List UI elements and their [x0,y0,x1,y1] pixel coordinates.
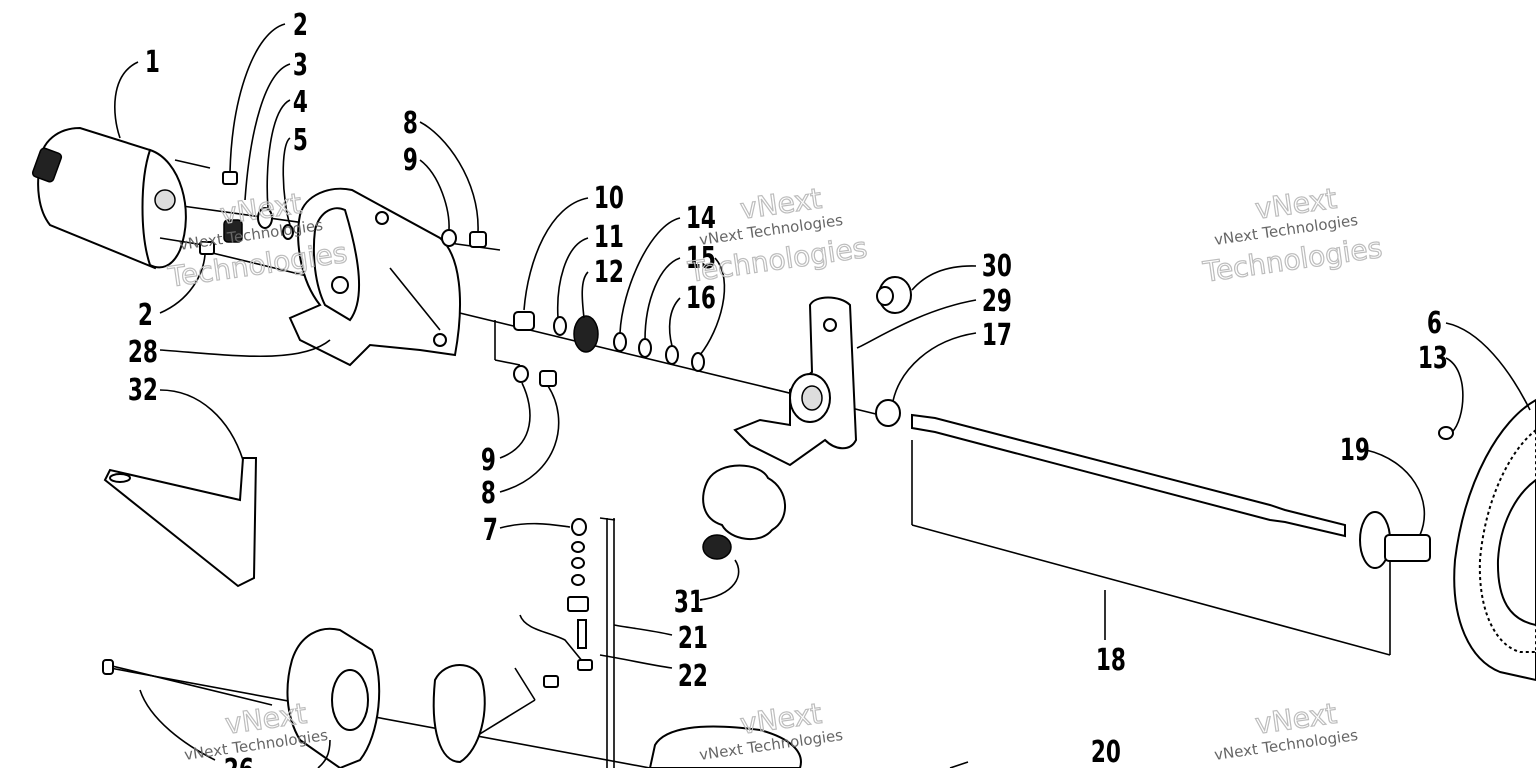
callout-11: 11 [594,221,624,255]
callout-8-bottom: 8 [481,477,496,511]
armature-housing [648,725,802,768]
watermark-2: vNext Technologies vNext Technologies [685,181,870,289]
callout-30: 30 [982,250,1012,284]
knob [702,464,786,560]
starter-motor [31,126,243,270]
housing-bracket [288,187,461,367]
long-bolt [102,659,273,706]
ring-gear [1438,398,1536,682]
callout-7: 7 [483,514,498,548]
callout-13: 13 [1418,342,1448,376]
callout-16: 16 [686,282,716,316]
callout-4: 4 [293,86,308,120]
callout-6: 6 [1427,307,1442,341]
bushings [875,276,912,427]
callout-9-bottom: 9 [481,444,496,478]
flat-bracket [103,457,258,588]
callout-20: 20 [1091,736,1121,768]
callout-18: 18 [1096,644,1126,678]
callout-26: 26 [224,754,254,768]
nut-washer-lower [513,365,557,387]
callout-9-top: 9 [403,144,418,178]
callout-2-bottom: 2 [138,299,153,333]
callout-1: 1 [145,46,160,80]
callout-15: 15 [686,242,716,276]
callout-28: 28 [128,336,158,370]
drive-shaft [911,413,1391,656]
leader-lines [114,23,1531,768]
brush-holder [432,664,486,764]
callout-12: 12 [594,256,624,290]
callout-3: 3 [293,49,308,83]
callout-2-top: 2 [293,9,308,43]
callout-8-top: 8 [403,107,418,141]
callout-32: 32 [128,374,158,408]
callout-10: 10 [594,182,624,216]
callout-29: 29 [982,285,1012,319]
callout-22: 22 [678,660,708,694]
pinion-gear [1359,511,1431,569]
callout-17: 17 [982,319,1012,353]
callout-labels: 1 2 3 4 5 2 28 32 8 9 9 8 10 11 12 14 15… [128,9,1448,768]
callout-21: 21 [678,622,708,656]
callout-5: 5 [293,124,308,158]
callout-19: 19 [1340,434,1370,468]
watermark-3: vNext Technologies vNext Technologies [1200,181,1385,289]
end-cap [286,627,381,768]
lever-bracket [733,296,858,467]
shaft-components [513,311,705,372]
callout-14: 14 [686,202,716,236]
watermark-6: vNext Technologies vNext [1213,696,1359,764]
hardware-stack [519,518,593,688]
callout-31: 31 [674,586,704,620]
